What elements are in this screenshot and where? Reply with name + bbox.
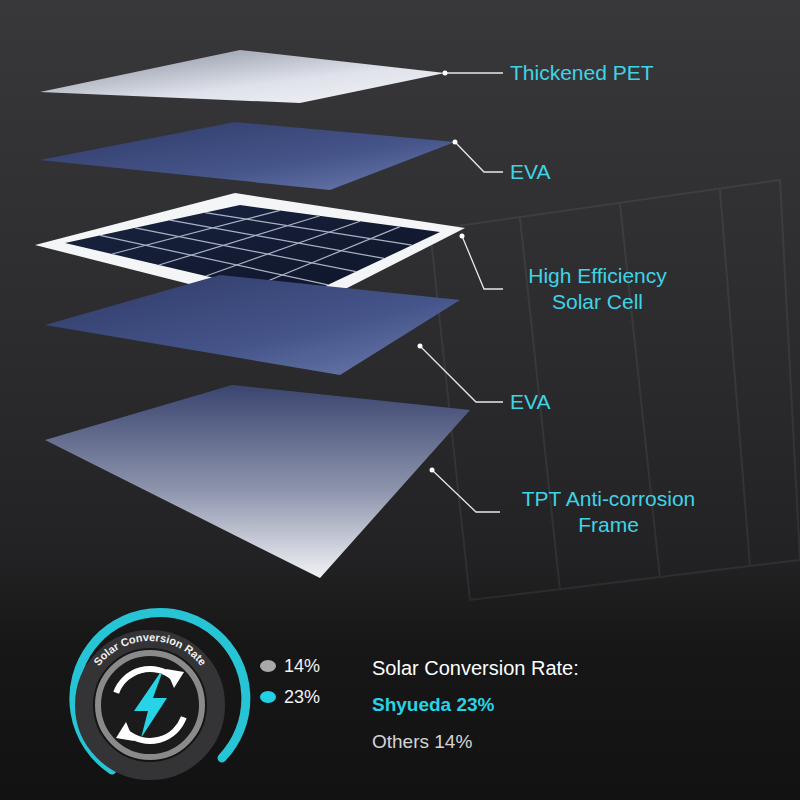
legend-text: 14% — [284, 655, 320, 678]
ring-label: Solar Conversion Rate — [91, 631, 209, 668]
layer-label: Thickened PET — [510, 60, 654, 86]
leader-dots — [418, 71, 465, 473]
eva-layer — [40, 122, 455, 190]
layer-label: EVA — [510, 159, 550, 185]
rate-value: Others 14% — [372, 730, 472, 754]
layer-label: TPT Anti-corrosion Frame — [506, 486, 711, 539]
layer-label: High Efficiency Solar Cell — [510, 263, 685, 316]
eva-layer — [45, 275, 460, 375]
rate-value: Shyueda 23% — [372, 693, 495, 717]
legend-swatch — [260, 660, 276, 672]
conversion-icon: Solar Conversion Rate — [74, 613, 246, 777]
pet-layer — [40, 50, 445, 103]
layer-label: EVA — [510, 389, 550, 415]
leader-lines — [420, 73, 503, 512]
legend-swatch — [260, 691, 276, 703]
cell-grid — [100, 210, 412, 287]
background-panel — [430, 180, 800, 600]
tpt-layer — [45, 385, 470, 578]
rate-heading: Solar Conversion Rate: — [372, 656, 579, 681]
legend-text: 23% — [284, 686, 320, 709]
